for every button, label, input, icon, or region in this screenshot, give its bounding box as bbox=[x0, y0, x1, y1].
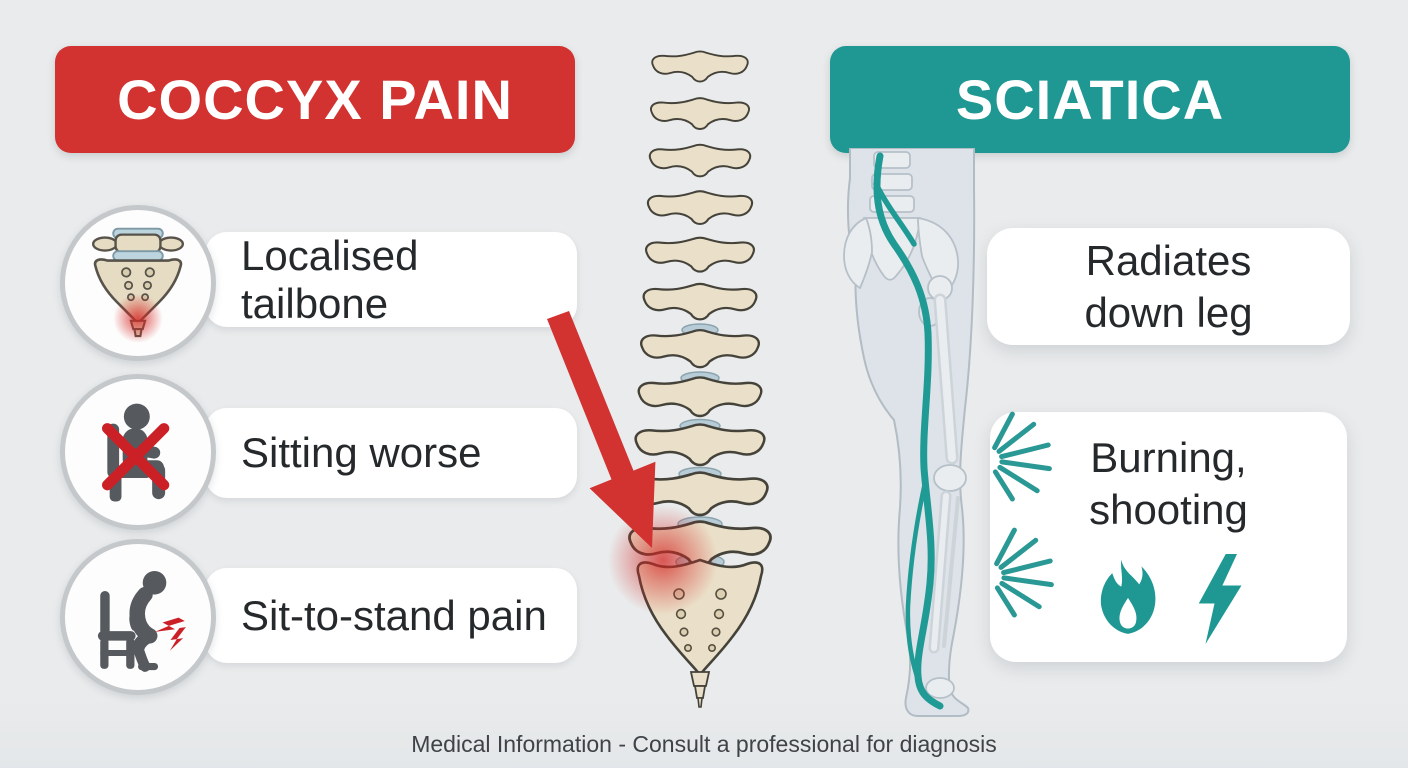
coccyx-bone-icon bbox=[60, 205, 216, 361]
sciatica-title: SCIATICA bbox=[955, 68, 1225, 131]
symptom-label: Sitting worse bbox=[241, 429, 482, 476]
spine-posterior-view-illustration bbox=[608, 50, 772, 708]
no-sitting-icon bbox=[60, 374, 216, 530]
pain-burst-lines bbox=[992, 411, 1054, 618]
sit-to-stand-icon bbox=[97, 570, 186, 672]
flame-icon bbox=[1100, 559, 1155, 634]
lightning-bolt-icon bbox=[1198, 554, 1241, 644]
symptom-label: Sit-to-stand pain bbox=[241, 591, 547, 639]
sciatica-header: SCIATICA bbox=[830, 46, 1350, 153]
coccyx-pain-header: COCCYX PAIN bbox=[55, 46, 575, 153]
pain-type-icons bbox=[1092, 554, 1246, 644]
symptom-pill: Sit-to-stand pain bbox=[205, 568, 577, 663]
symptom-pill: Sitting worse bbox=[205, 408, 577, 498]
sit-to-stand-icon bbox=[60, 539, 216, 695]
sciatica-card: Radiates down leg bbox=[987, 228, 1350, 345]
footer-disclaimer: Medical Information - Consult a professi… bbox=[411, 731, 997, 757]
no-sitting-icon bbox=[102, 403, 170, 502]
coccyx-bone-icon bbox=[91, 227, 185, 342]
sciatic-nerve-path bbox=[873, 152, 944, 710]
sciatica-card: Burning, shooting bbox=[990, 412, 1347, 662]
sciatica-card-label: Burning, shooting bbox=[1089, 434, 1248, 533]
symptom-label: Localised tailbone bbox=[241, 231, 419, 327]
pain-glow bbox=[608, 505, 718, 615]
red-arrow-to-tailbone-icon bbox=[547, 311, 656, 548]
symptom-pill: Localised tailbone bbox=[205, 232, 577, 327]
leg-with-sciatic-nerve-illustration bbox=[843, 148, 1054, 717]
sciatica-card-label: Radiates down leg bbox=[1084, 236, 1253, 336]
coccyx-pain-title: COCCYX PAIN bbox=[117, 68, 513, 131]
